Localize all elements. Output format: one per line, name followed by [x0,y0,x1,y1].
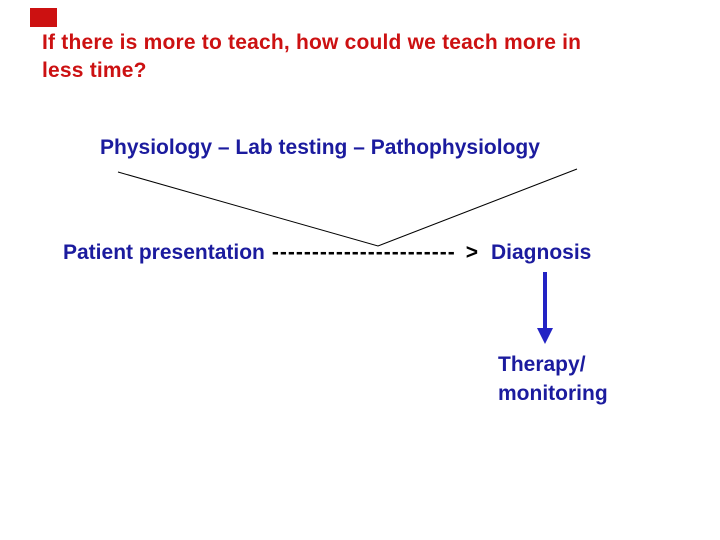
therapy-monitoring-label: Therapy/ monitoring [498,350,608,408]
diagnosis-label: Diagnosis [490,241,592,264]
slide-title: If there is more to teach, how could we … [42,29,581,85]
down-arrow-head [537,328,553,344]
physiology-lab-pathophysiology-label: Physiology – Lab testing – Pathophysiolo… [100,136,540,159]
slide-title-line2: less time? [42,59,147,82]
patient-diagnosis-row: Patient presentation -------------------… [63,241,591,265]
therapy-line1: Therapy/ [498,353,586,376]
patient-presentation-label: Patient presentation [63,241,265,264]
converging-lines [117,168,578,247]
greater-than-symbol: > [465,241,478,264]
dashed-connector: ----------------------- [271,241,456,264]
red-marker-rectangle [30,8,57,27]
slide-title-line1: If there is more to teach, how could we … [42,31,582,54]
therapy-line2: monitoring [498,382,608,405]
